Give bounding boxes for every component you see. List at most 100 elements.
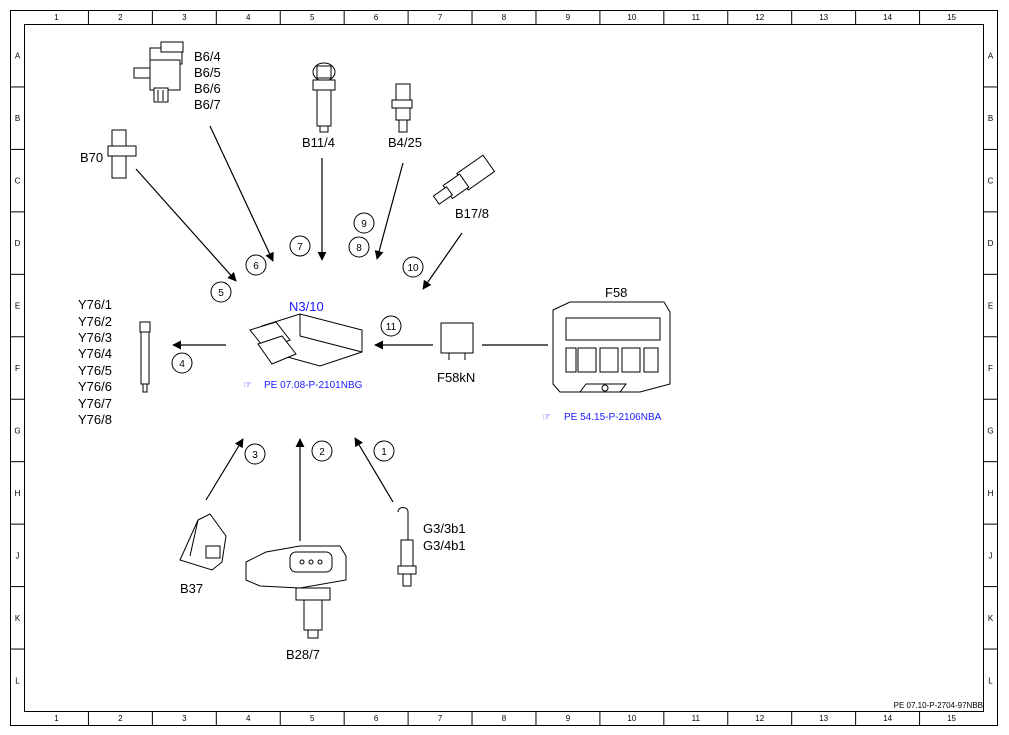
grid-column-label: 12 (755, 714, 764, 723)
grid-column-label: 10 (627, 13, 636, 22)
callout-9: 9 (353, 212, 375, 234)
n3-10-reference[interactable]: ☞ PE 07.08-P-2101NBG (243, 380, 363, 391)
grid-row-label: A (988, 52, 994, 61)
callout-4: 4 (171, 352, 193, 374)
b11-4-sensor-icon (312, 62, 336, 133)
f58kn-label: F58kN (437, 370, 475, 385)
grid-column-label: 2 (118, 714, 123, 723)
callout-7: 7 (289, 235, 311, 257)
g3-label-1: G3/3b1 (423, 521, 466, 536)
b17-8-sensor-icon (432, 154, 496, 205)
b17-8-label: B17/8 (455, 206, 489, 221)
y76-label-1: Y76/1 (78, 297, 112, 312)
grid-column-label: 7 (438, 714, 443, 723)
g3-label-2: G3/4b1 (423, 538, 466, 553)
b37-pedal-sensor-icon (179, 513, 227, 571)
svg-text:2: 2 (319, 447, 325, 458)
g3-oxygen-sensor-icon (397, 507, 417, 587)
grid-column-label: 4 (246, 714, 251, 723)
grid-row-label: G (14, 426, 20, 435)
grid-column-label: 1 (54, 13, 59, 22)
grid-column-label: 14 (883, 13, 892, 22)
y76-label-3: Y76/3 (78, 330, 112, 345)
grid-column-label: 8 (502, 714, 507, 723)
outer-frame (10, 10, 998, 726)
grid-row-label: G (987, 426, 993, 435)
f58-label: F58 (605, 285, 627, 300)
n3-10-reference-link: PE 07.08-P-2101NBG (264, 380, 363, 391)
b4-25-sensor-icon (391, 83, 413, 133)
svg-text:9: 9 (361, 219, 367, 230)
grid-row-label: D (988, 239, 994, 248)
b6-label-4: B6/7 (194, 97, 221, 112)
callout-8: 8 (348, 236, 370, 258)
grid-column-label: 1 (54, 714, 59, 723)
svg-text:7: 7 (297, 242, 303, 253)
f58-reference-link: PE 54.15-P-2106NBA (564, 412, 662, 423)
grid-row-label: K (15, 614, 21, 623)
grid-column-label: 6 (374, 13, 379, 22)
grid-column-label: 9 (566, 714, 571, 723)
svg-text:1: 1 (381, 447, 387, 458)
grid-column-label: 15 (947, 13, 956, 22)
grid-column-label: 3 (182, 714, 187, 723)
f58-fuse-box-icon (552, 301, 671, 393)
inner-frame (24, 24, 984, 712)
n3-10-label: N3/10 (289, 299, 324, 314)
grid-row-label: F (15, 364, 20, 373)
y76-label-6: Y76/6 (78, 379, 112, 394)
y76-label-2: Y76/2 (78, 314, 112, 329)
b6-labels: B6/4 B6/5 B6/6 B6/7 (194, 49, 221, 112)
b70-label: B70 (80, 150, 103, 165)
grid-row-label: L (988, 676, 993, 685)
y76-injector-icon (139, 321, 151, 393)
grid-row-label: C (15, 177, 21, 186)
svg-text:11: 11 (386, 322, 397, 333)
grid-row-label: E (15, 302, 20, 311)
arrow-b6 (209, 125, 274, 262)
grid-column-label: 12 (755, 13, 764, 22)
callouts: 1 2 3 4 5 6 7 8 9 10 11 (171, 212, 424, 465)
y76-label-7: Y76/7 (78, 396, 112, 411)
grid-row-label: B (988, 114, 993, 123)
b28-7-label: B28/7 (286, 647, 320, 662)
grid-column-label: 13 (819, 13, 828, 22)
b4-25-label: B4/25 (388, 135, 422, 150)
b28-7-sensor-icon (245, 545, 347, 639)
grid-column-label: 3 (182, 13, 187, 22)
callout-2: 2 (311, 440, 333, 462)
grid-row-label: L (15, 676, 20, 685)
arrow-b70 (135, 168, 237, 282)
svg-text:3: 3 (252, 450, 258, 461)
svg-text:6: 6 (253, 261, 259, 272)
f58-reference[interactable]: ☞ PE 54.15-P-2106NBA (542, 412, 662, 423)
y76-labels: Y76/1 Y76/2 Y76/3 Y76/4 Y76/5 Y76/6 Y76/… (78, 297, 112, 427)
grid-column-label: 6 (374, 714, 379, 723)
grid-column-label: 5 (310, 13, 315, 22)
svg-text:8: 8 (356, 243, 362, 254)
b6-label-2: B6/5 (194, 65, 221, 80)
grid-column-label: 4 (246, 13, 251, 22)
grid-row-label: D (15, 239, 21, 248)
callout-6: 6 (245, 254, 267, 276)
hand-pointer-icon: ☞ (542, 412, 551, 423)
svg-text:5: 5 (218, 288, 224, 299)
signal-arrows (135, 125, 548, 541)
grid-column-label: 15 (947, 714, 956, 723)
arrow-g3 (354, 437, 394, 503)
callout-1: 1 (373, 440, 395, 462)
b70-sensor-icon (107, 129, 137, 179)
grid-column-label: 14 (883, 714, 892, 723)
grid-coordinates: 1122334455667788991010111112121313141415… (10, 10, 998, 726)
hand-pointer-icon: ☞ (243, 380, 252, 391)
footer-document-number: PE 07.10-P-2704-97NBB (894, 701, 983, 710)
grid-column-label: 9 (566, 13, 571, 22)
b6-sensor-icon (133, 41, 184, 103)
grid-row-label: J (989, 551, 993, 560)
grid-column-label: 11 (692, 714, 701, 723)
grid-column-label: 8 (502, 13, 507, 22)
arrow-b17-8 (422, 232, 463, 290)
grid-column-label: 11 (692, 13, 701, 22)
callout-5: 5 (210, 281, 232, 303)
